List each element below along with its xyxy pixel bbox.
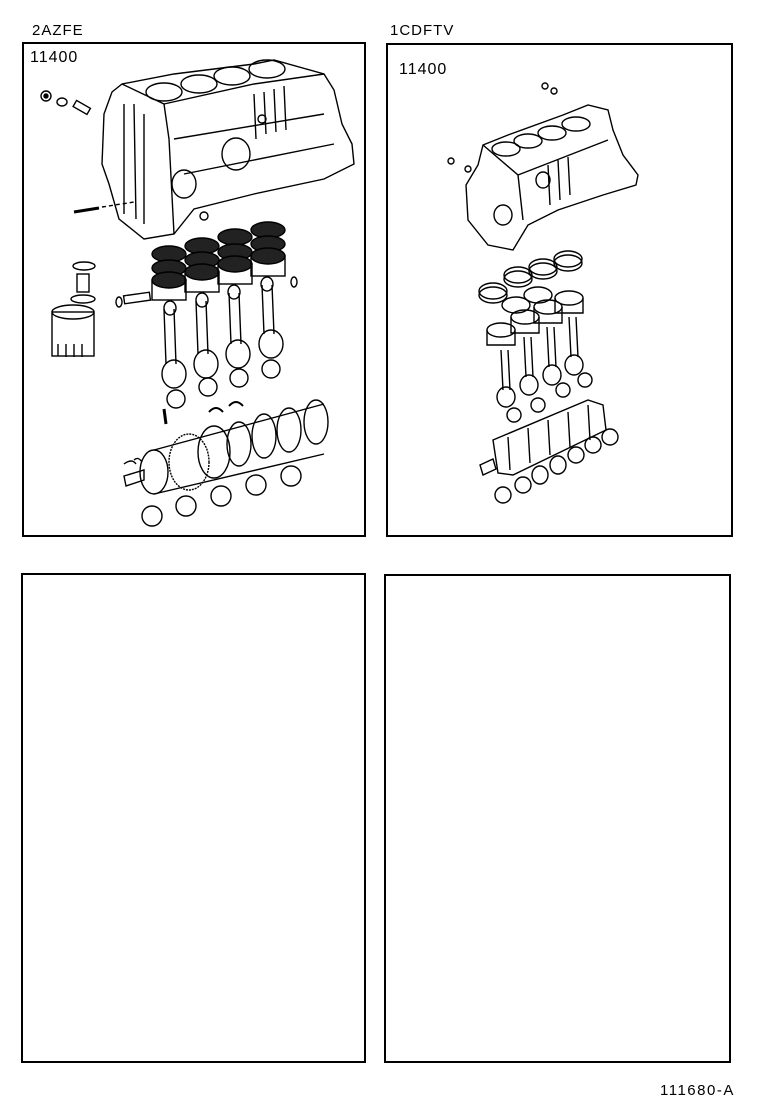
pistons-icon	[486, 290, 584, 346]
oil-filter-icon	[51, 261, 96, 357]
part-code-1cdftv: 11400	[399, 61, 448, 78]
part-code-2azfe: 11400	[30, 49, 79, 66]
panel-1cdftv[interactable]: 11400	[386, 43, 733, 537]
connecting-rods-icon	[496, 316, 593, 423]
crankshaft-icon	[123, 399, 329, 495]
engine-label-1cdftv: 1CDFTV	[390, 22, 455, 39]
cylinder-block-icon	[465, 104, 639, 251]
panel-empty-left	[21, 573, 366, 1063]
cylinder-block-icon	[101, 59, 355, 240]
main-bearings-icon	[494, 428, 619, 504]
connecting-rods-icon	[161, 276, 284, 425]
diagram-id: 111680-A	[660, 1082, 735, 1099]
engine-label-2azfe: 2AZFE	[32, 22, 84, 39]
piston-set-icon	[115, 221, 298, 308]
panel-empty-right	[384, 574, 731, 1063]
crankshaft-icon	[479, 399, 607, 476]
main-bearings-icon	[141, 465, 302, 527]
panel-2azfe[interactable]: 11400	[22, 42, 366, 537]
exploded-view-2azfe-illustration	[40, 59, 355, 527]
piston-rings-icon	[478, 250, 583, 314]
exploded-view-1cdftv-illustration	[447, 82, 639, 504]
